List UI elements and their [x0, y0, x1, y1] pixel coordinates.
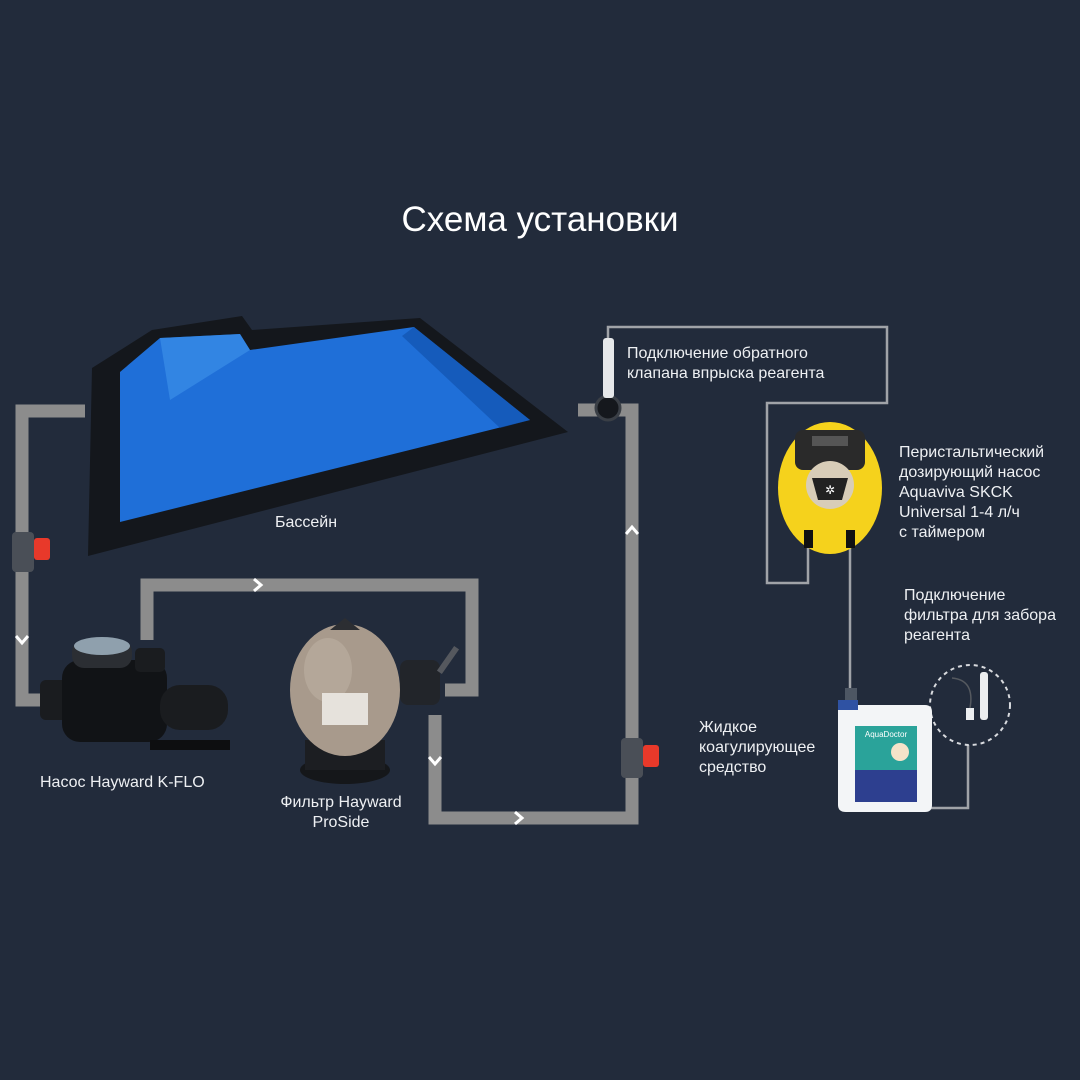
- ball-valve-left: [12, 532, 50, 572]
- pool-illustration: [88, 316, 568, 556]
- check-valve-label-line: клапана впрыска реагента: [627, 365, 825, 382]
- pump-label: Насос Hayward K-FLO: [40, 774, 205, 791]
- intake-filter-icon: [951, 672, 988, 720]
- dosing-pump-illustration: ✲: [778, 422, 882, 554]
- coagulant-label-line: средство: [699, 759, 767, 776]
- intake-filter-label-line: Подключение: [904, 587, 1006, 604]
- arrow-down-icon: [427, 756, 443, 767]
- page-title: Схема установки: [401, 200, 679, 239]
- filter-to-pool-pipe: [428, 403, 639, 825]
- arrow-right-icon: [514, 810, 525, 826]
- sand-filter-illustration: [290, 618, 460, 784]
- arrow-down-icon: [14, 635, 30, 646]
- intake-filter-label-line: фильтра для забора: [904, 607, 1056, 624]
- brand-logo: AquaDoctor: [865, 730, 908, 739]
- ball-valve-right: [621, 738, 659, 778]
- check-valve-label-line: Подключение обратного: [627, 345, 808, 362]
- filter-label-line: ProSide: [312, 814, 370, 831]
- intake-filter-callout: [929, 664, 1011, 746]
- intake-filter-label: Подключение фильтра для забора реагента: [904, 586, 1056, 646]
- coagulant-label: Жидкое коагулирующее средство: [699, 718, 815, 778]
- intake-filter-label-line: реагента: [904, 627, 970, 644]
- dosing-tubing: [606, 325, 970, 810]
- pump-to-filter-pipe: [140, 578, 479, 697]
- svg-text:✲: ✲: [825, 483, 835, 497]
- check-valve-fitting: [594, 338, 622, 422]
- dosing-pump-label-line: с таймером: [899, 524, 986, 541]
- arrow-up-icon: [624, 524, 640, 535]
- filter-label-line: Фильтр Hayward: [280, 794, 402, 811]
- pool-pump-illustration: [40, 637, 230, 750]
- coagulant-label-line: Жидкое: [699, 719, 758, 736]
- flow-arrows: [14, 524, 640, 826]
- check-valve-label: Подключение обратного клапана впрыска ре…: [627, 344, 824, 384]
- dosing-pump-label-line: Aquaviva SKCK: [899, 484, 1013, 501]
- dosing-pump-label-line: дозирующий насос: [899, 464, 1041, 481]
- coagulant-canister-illustration: AquaDoctor: [838, 688, 932, 812]
- arrow-right-icon: [253, 577, 264, 593]
- coagulant-label-line: коагулирующее: [699, 739, 816, 756]
- filter-label: Фильтр Hayward ProSide: [261, 793, 421, 833]
- dosing-pump-label: Перистальтический дозирующий насос Aquav…: [899, 443, 1044, 543]
- dosing-pump-label-line: Universal 1-4 л/ч: [899, 504, 1020, 521]
- pool-label: Бассейн: [275, 514, 338, 531]
- dosing-pump-label-line: Перистальтический: [899, 444, 1045, 461]
